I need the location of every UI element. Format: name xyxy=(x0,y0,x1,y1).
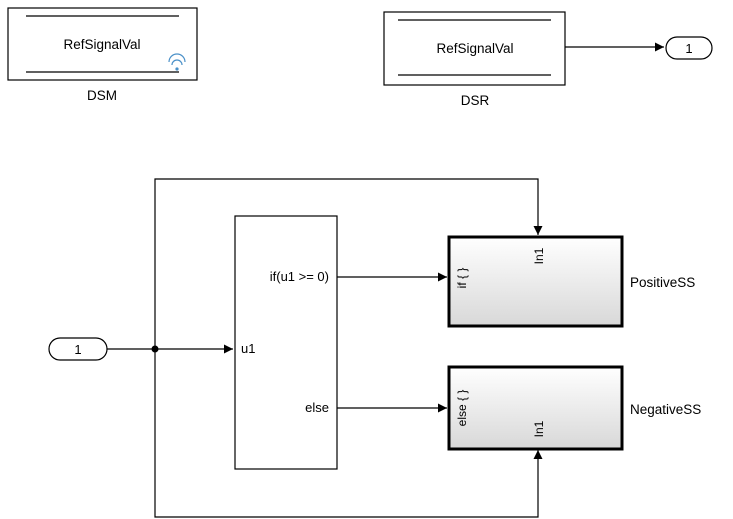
if-block[interactable]: u1 if(u1 >= 0) else xyxy=(234,215,338,470)
positive-ss-name: PositiveSS xyxy=(630,275,695,290)
branch-point xyxy=(151,345,159,353)
negative-ss-block[interactable]: else { } In1 xyxy=(447,365,624,451)
dsr-content-label: RefSignalVal xyxy=(436,41,513,56)
signal-lines xyxy=(107,178,543,518)
positive-ss-action-port-label: if { } xyxy=(455,268,469,289)
branch-to-negative-in1-line[interactable] xyxy=(154,349,543,518)
outport-number: 1 xyxy=(685,41,692,56)
branch-to-positive-in1-line[interactable] xyxy=(154,178,543,349)
wireless-icon xyxy=(168,53,186,71)
else-port-label: else xyxy=(305,400,329,415)
outport-block[interactable]: 1 xyxy=(665,36,713,60)
inport-number: 1 xyxy=(74,342,81,357)
if-condition-port-label: if(u1 >= 0) xyxy=(270,269,329,284)
if-input-port-label: u1 xyxy=(241,341,255,356)
dsm-block-name: DSM xyxy=(87,88,117,103)
negative-ss-action-port-label: else { } xyxy=(455,390,469,427)
positive-ss-in1-label: In1 xyxy=(532,247,546,264)
dsm-content-label: RefSignalVal xyxy=(63,37,140,52)
dsm-block[interactable]: RefSignalVal xyxy=(7,7,198,81)
positive-ss-block[interactable]: if { } In1 xyxy=(447,235,624,328)
inport-block[interactable]: 1 xyxy=(48,337,108,361)
dsr-block[interactable]: RefSignalVal xyxy=(383,11,566,86)
negative-ss-name: NegativeSS xyxy=(630,402,701,417)
dsr-block-name: DSR xyxy=(461,93,490,108)
negative-ss-in1-label: In1 xyxy=(532,420,546,437)
